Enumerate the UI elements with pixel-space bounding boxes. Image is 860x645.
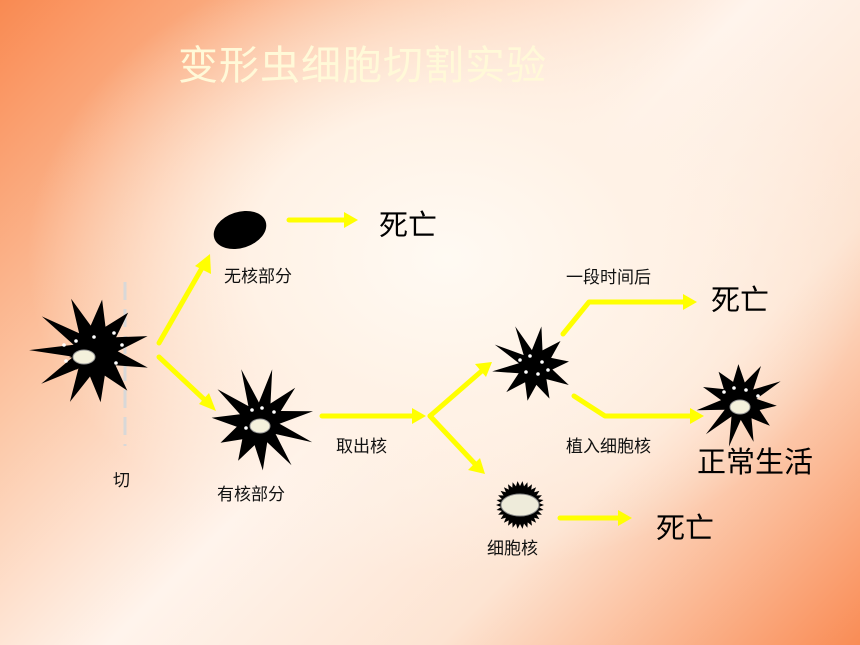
isolated-nucleus [500, 493, 540, 517]
cell-granule [536, 372, 540, 376]
arrowhead [199, 393, 216, 411]
no-nucleus-fragment [213, 210, 267, 250]
normal-life-label: 正常生活 [697, 445, 814, 479]
cell-granule [112, 331, 116, 335]
cell-granule [250, 408, 254, 412]
cell-granule [74, 339, 78, 343]
arrow-split-up [427, 366, 487, 419]
arrow-to-with-nucleus [156, 354, 211, 406]
cell-granule [120, 343, 124, 347]
implant-nucleus-label: 植入细胞核 [566, 437, 651, 457]
arrowhead [468, 458, 485, 474]
cell-granule [244, 426, 248, 430]
arrowhead [683, 294, 697, 310]
death-label-top: 死亡 [379, 208, 438, 242]
cell-granule [260, 406, 264, 410]
cell-granule [524, 370, 528, 374]
arrowhead [618, 510, 632, 526]
cell-granule [114, 361, 118, 365]
cell-granule [744, 388, 748, 392]
arrowhead [195, 254, 211, 274]
after-time-label: 一段时间后 [566, 268, 651, 288]
cell-granule [722, 390, 726, 394]
cell-granule [756, 394, 760, 398]
arrow-split-down [427, 413, 480, 469]
cut-label: 切 [113, 471, 130, 491]
slide-title: 变形虫细胞切割实验 [178, 43, 547, 89]
nucleus-label: 细胞核 [487, 539, 538, 559]
cell-granule [518, 358, 522, 362]
rescued-cell-nucleus [729, 399, 751, 415]
cell-granule [62, 343, 66, 347]
arrowhead [690, 408, 704, 424]
arrow-implant-nucleus [571, 393, 700, 419]
enucleated-cell [492, 326, 569, 401]
nucleated-half-nucleus [249, 418, 271, 434]
cell-granule [528, 354, 532, 358]
death-label-right: 死亡 [711, 283, 770, 317]
cell-granule [732, 386, 736, 390]
death-label-bottom: 死亡 [656, 511, 715, 545]
cell-granule [546, 368, 550, 372]
no-nucleus-part-label: 无核部分 [224, 267, 292, 287]
cell-granule [540, 360, 544, 364]
cell-granule [64, 359, 68, 363]
arrowhead [344, 212, 358, 228]
arrowhead [475, 362, 492, 377]
arrow-to-no-nucleus [156, 265, 205, 346]
original-amoeba-nucleus [72, 349, 96, 365]
arrow-after-time-death [560, 299, 693, 337]
cell-granule [272, 410, 276, 414]
cell-granule [92, 335, 96, 339]
arrowhead [412, 408, 426, 424]
remove-nucleus-label: 取出核 [336, 437, 387, 457]
with-nucleus-part-label: 有核部分 [217, 485, 285, 505]
